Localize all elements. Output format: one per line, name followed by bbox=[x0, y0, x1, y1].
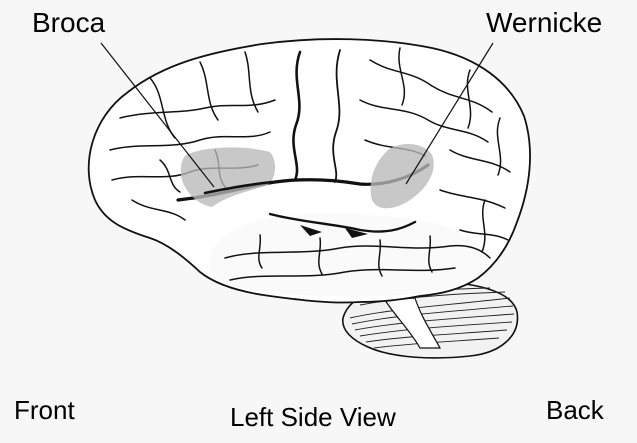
cerebrum bbox=[87, 38, 531, 304]
brain-stem bbox=[383, 297, 442, 349]
view-caption: Left Side View bbox=[230, 402, 396, 432]
broca-leader-line bbox=[100, 42, 215, 188]
broca-label: Broca bbox=[32, 7, 106, 38]
back-label: Back bbox=[546, 395, 604, 425]
wernicke-leader-line bbox=[405, 42, 494, 185]
wernicke-label: Wernicke bbox=[486, 7, 603, 38]
front-label: Front bbox=[14, 395, 75, 425]
wernicke-area bbox=[370, 143, 434, 209]
